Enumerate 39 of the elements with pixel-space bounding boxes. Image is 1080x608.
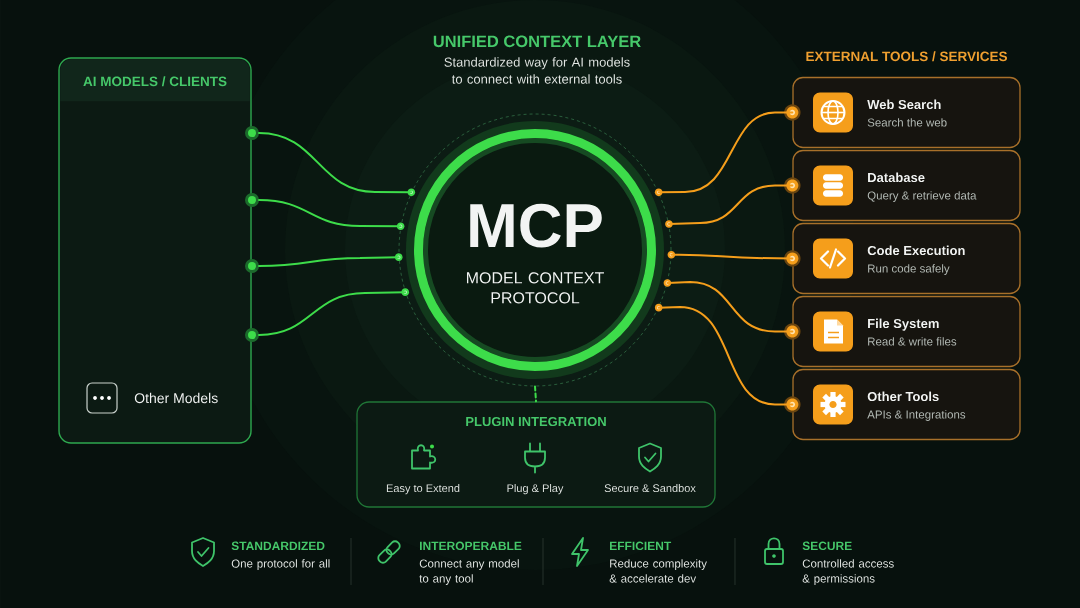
panel-heading: AI MODELS / CLIENTS [83, 76, 227, 87]
column-heading: EXTERNAL TOOLS / SERVICES [806, 51, 1007, 62]
tool-description: APIs & Integrations [867, 410, 966, 421]
feature-label: Secure & Sandbox [604, 484, 696, 493]
connector-line [258, 199, 402, 228]
panel-heading: PLUGIN INTEGRATION [466, 416, 606, 427]
tool-title: Database [868, 172, 925, 183]
hub-subtitle: MODEL CONTEXT PROTOCOL [467, 272, 604, 304]
tool-title: Code Execution [867, 245, 965, 256]
feature-description: Connect any model to any tool [419, 559, 519, 585]
feature-label: Plug & Play [507, 484, 564, 495]
connector-line [258, 132, 413, 194]
connector-line [666, 281, 794, 333]
hub-acronym: MCP [470, 203, 602, 248]
feature-label: Easy to Extend [386, 484, 460, 495]
tool-title: Other Tools [867, 391, 939, 402]
tool-description: Query & retrieve data [867, 191, 977, 202]
tool-description: Search the web [867, 118, 947, 127]
feature-title: INTEROPERABLE [420, 541, 522, 551]
section-heading: UNIFIED CONTEXT LAYER [433, 35, 641, 48]
feature-description: Reduce complexity & accelerate dev [609, 559, 707, 583]
connector-line [657, 111, 794, 194]
tool-description: Read & write files [868, 337, 957, 346]
feature-description: One protocol for all [231, 559, 330, 570]
tool-description: Run code safely [868, 264, 950, 275]
feature-title: EFFICIENT [610, 541, 672, 551]
connector-line [258, 291, 407, 336]
feature-title: STANDARDIZED [231, 541, 325, 551]
connector-line [258, 256, 400, 267]
feature-description: Controlled access & permissions [802, 559, 894, 585]
dashed-connector [534, 385, 537, 403]
section-subtitle: Standardized way for AI models to connect with external tools [444, 57, 630, 84]
model-label: Other Models [134, 392, 218, 404]
connector-line [657, 306, 794, 406]
connector-line [667, 184, 794, 225]
connector-line [670, 253, 794, 260]
tool-title: Web Search [867, 99, 941, 110]
tool-title: File System [868, 318, 939, 331]
feature-title: SECURE [802, 541, 852, 551]
